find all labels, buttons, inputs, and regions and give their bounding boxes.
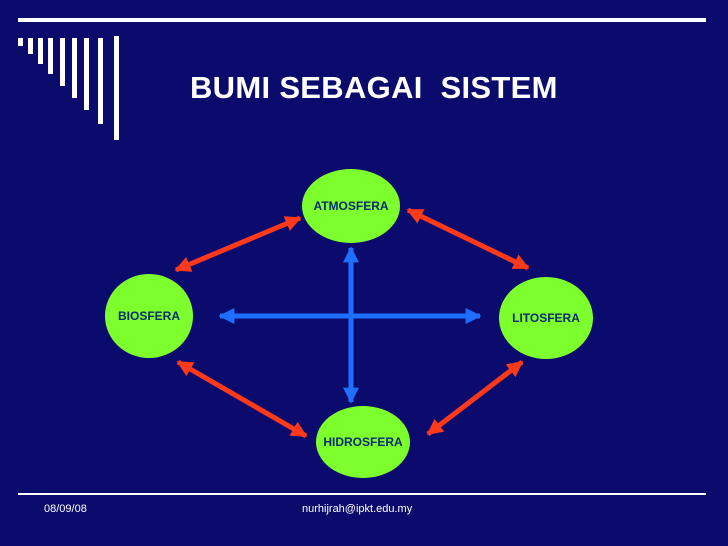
top-divider [18,18,706,22]
node-hidrosfera-label: HIDROSFERA [323,435,403,449]
footer-email: nurhijrah@ipkt.edu.my [302,503,413,515]
arrow-atmosfera-litosfera [406,207,530,271]
node-litosfera-label: LITOSFERA [512,311,580,325]
node-litosfera: LITOSFERA [499,277,593,359]
node-hidrosfera: HIDROSFERA [316,406,410,478]
arrow-litosfera-hidrosfera [426,360,524,436]
node-atmosfera: ATMOSFERA [302,169,400,243]
arrow-atmosfera-biosfera [174,215,302,273]
node-biosfera-label: BIOSFERA [118,309,180,323]
node-biosfera: BIOSFERA [105,274,193,358]
decorative-bars-icon [18,36,119,140]
arrow-biosfera-hidrosfera [176,359,308,439]
bottom-divider [18,493,706,495]
page-title: BUMI SEBAGAI SISTEM [190,70,558,105]
footer-date: 08/09/08 [44,503,87,515]
node-atmosfera-label: ATMOSFERA [313,199,388,213]
